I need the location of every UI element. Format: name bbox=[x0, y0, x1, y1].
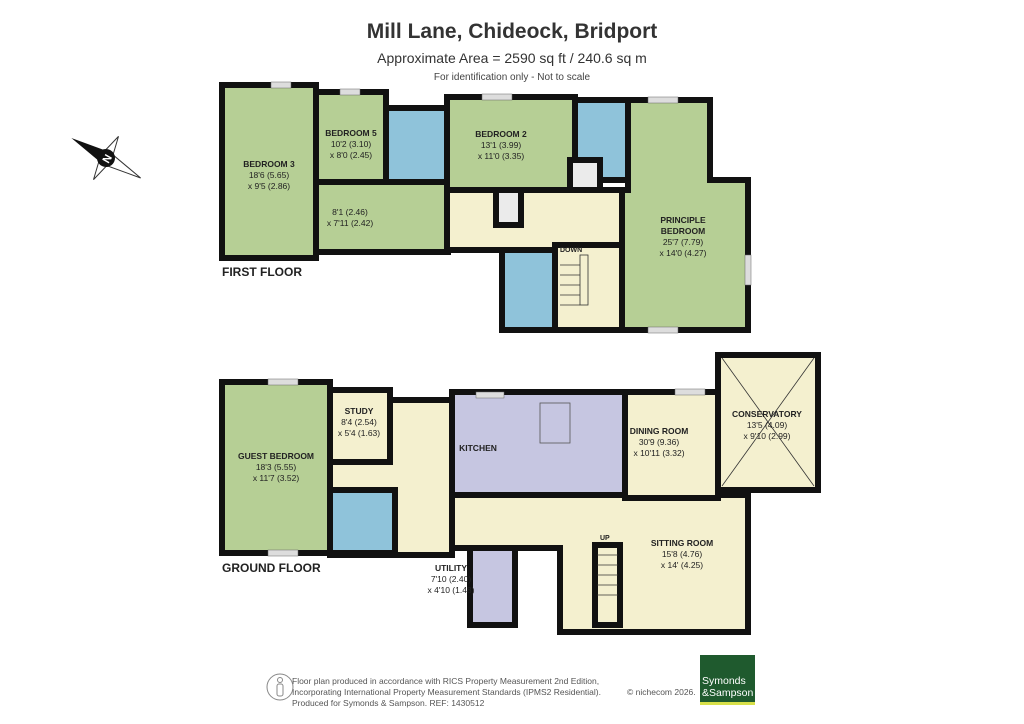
room-shower-ground bbox=[327, 487, 398, 556]
room-bathroom bbox=[383, 105, 451, 186]
stairs-label: UP bbox=[600, 535, 610, 542]
footer-line: Produced for Symonds & Sampson. REF: 143… bbox=[292, 698, 485, 708]
room-dimension: 8'1 (2.46) bbox=[332, 207, 368, 217]
room-label: PRINCIPLE bbox=[660, 215, 706, 225]
room-utility bbox=[467, 545, 518, 628]
room-label: SITTING ROOM bbox=[651, 538, 713, 548]
room-dimension: 30'9 (9.36) bbox=[639, 437, 680, 447]
room-dimension: 18'3 (5.55) bbox=[256, 462, 297, 472]
room-dimension: x 5'4 (1.63) bbox=[338, 428, 380, 438]
plan-area: Approximate Area = 2590 sq ft / 240.6 sq… bbox=[377, 50, 647, 66]
logo-text: Symonds bbox=[702, 675, 746, 687]
logo-text: &Sampson bbox=[702, 687, 754, 699]
footer-line: Incorporating International Property Mea… bbox=[292, 687, 601, 697]
copyright: © nichecom 2026. bbox=[627, 687, 696, 697]
room-label: DINING ROOM bbox=[630, 426, 689, 436]
room-dining-room bbox=[622, 389, 721, 501]
room-dimension: x 14'0 (4.27) bbox=[660, 248, 707, 258]
room-label: KITCHEN bbox=[459, 443, 497, 453]
room-dimension: 18'6 (5.65) bbox=[249, 170, 290, 180]
footer-text: Floor plan produced in accordance with R… bbox=[292, 676, 601, 709]
room-study bbox=[327, 387, 393, 465]
room-dimension: x 9'5 (2.86) bbox=[248, 181, 290, 191]
person-icon bbox=[266, 673, 294, 701]
cupboard bbox=[493, 187, 524, 228]
room-dimension: x 4'10 (1.48) bbox=[428, 585, 475, 595]
room-dimension: x 14' (4.25) bbox=[661, 560, 703, 570]
room-label: GUEST BEDROOM bbox=[238, 451, 314, 461]
room-dimension: 13'1 (3.99) bbox=[481, 140, 522, 150]
plan-title: Mill Lane, Chideock, Bridport bbox=[366, 20, 658, 43]
room-shower bbox=[499, 247, 558, 333]
compass-icon bbox=[71, 136, 141, 180]
room-label: STUDY bbox=[345, 406, 374, 416]
room-dimension: 10'2 (3.10) bbox=[331, 139, 372, 149]
room-label: BEDROOM 2 bbox=[475, 129, 527, 139]
room-label: UTILITY bbox=[435, 563, 467, 573]
room-dimension: x 10'11 (3.32) bbox=[633, 448, 684, 458]
room-dimension: 25'7 (7.79) bbox=[663, 237, 704, 247]
room-landing bbox=[444, 187, 631, 253]
first-floor-plan: BEDROOM 3 18'6 (5.65) x 9'5 (2.86) BEDRO… bbox=[219, 81, 752, 334]
floor-label: FIRST FLOOR bbox=[222, 265, 302, 279]
room-dimension: x 11'7 (3.52) bbox=[253, 473, 300, 483]
room-dimension: x 8'0 (2.45) bbox=[330, 150, 372, 160]
ground-floor-plan: GUEST BEDROOM 18'3 (5.55) x 11'7 (3.52) … bbox=[219, 352, 821, 635]
footer-line: Floor plan produced in accordance with R… bbox=[292, 676, 600, 686]
room-label: BEDROOM 5 bbox=[325, 128, 377, 138]
room-label: CONSERVATORY bbox=[732, 409, 802, 419]
plan-note: For identification only - Not to scale bbox=[433, 72, 591, 83]
stairs-label: DOWN bbox=[560, 247, 582, 254]
brand-logo: Symonds &Sampson bbox=[700, 655, 755, 705]
room-dimension: x 9'10 (2.99) bbox=[744, 431, 791, 441]
room-guest-bedroom bbox=[219, 379, 333, 556]
room-dimension: 15'8 (4.76) bbox=[662, 549, 703, 559]
room-label: BEDROOM 3 bbox=[243, 159, 295, 169]
floor-label: GROUND FLOOR bbox=[222, 561, 321, 575]
room-dimension: x 11'0 (3.35) bbox=[478, 151, 525, 161]
room-principle-bedroom bbox=[619, 97, 751, 333]
room-dimension: 8'4 (2.54) bbox=[341, 417, 377, 427]
room-dimension: 13'5 (4.09) bbox=[747, 420, 788, 430]
room-label: BEDROOM bbox=[661, 226, 705, 236]
room-dimension: x 7'11 (2.42) bbox=[327, 218, 374, 228]
room-dimension: 7'10 (2.40) bbox=[431, 574, 472, 584]
stairs-first-floor[interactable] bbox=[552, 242, 625, 333]
room-landing-bedroom bbox=[313, 179, 451, 255]
